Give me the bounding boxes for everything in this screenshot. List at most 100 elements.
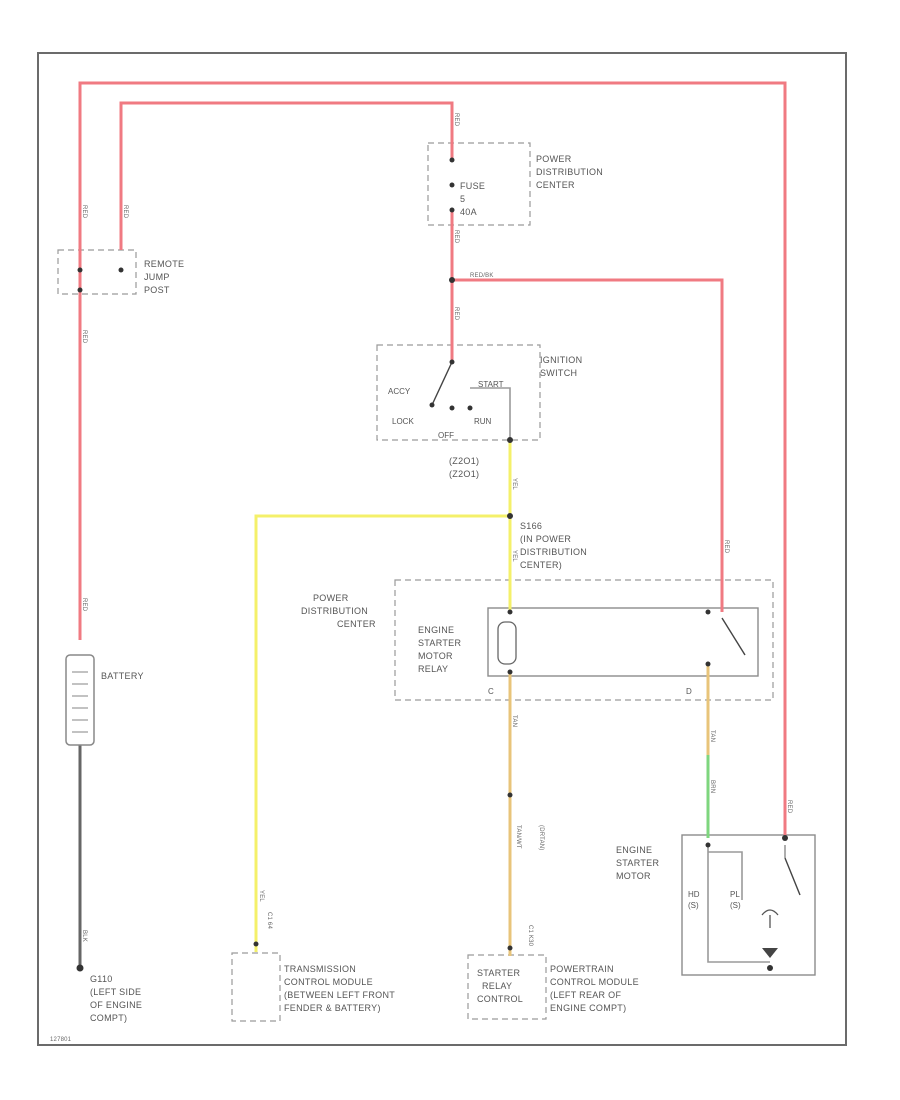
src-label-1: STARTER (477, 968, 520, 978)
transmission-control-module-box (231, 952, 281, 1022)
power-distribution-center-mid (394, 579, 774, 701)
wire-label-red-top: RED (453, 113, 459, 127)
ignition-switch-blade (431, 361, 453, 406)
wire-label-red-mid-b: RED/BK (470, 273, 494, 279)
wire-label-yellow-a: YEL (511, 478, 517, 490)
starter-motor-label-1: ENGINE (616, 845, 652, 855)
engine-starter-motor (681, 834, 816, 976)
wire-red-main (78, 81, 787, 835)
relay-label-2: STARTER (418, 638, 461, 648)
ignition-switch (376, 344, 541, 441)
tcm-label-2: CONTROL MODULE (284, 977, 373, 987)
relay-pin-d: D (686, 687, 692, 696)
starter-contact (784, 857, 801, 896)
remote-jump-label-1: REMOTE (144, 259, 184, 269)
wire-red-to-fuse (119, 101, 454, 250)
ground-label-2: (LEFT SIDE (90, 987, 141, 997)
s166-label-4: CENTER) (520, 560, 562, 570)
relay-label-4: RELAY (418, 664, 448, 674)
wire-label-green-a: BRN (709, 780, 715, 793)
wire-label-red-left-d: RED (81, 598, 87, 612)
s166-label-1: S166 (520, 521, 542, 531)
wire-label-red-left-a: RED (81, 205, 87, 219)
wire-red-to-relay (452, 278, 724, 612)
power-distribution-center-top (427, 142, 531, 226)
wire-label-red-right-b: RED (786, 800, 792, 814)
ignition-off: OFF (438, 431, 454, 440)
footer-id: 127801 (50, 1037, 72, 1043)
powertrain-control-module-box (467, 954, 547, 1020)
pdc-mid-label-3: CENTER (337, 619, 376, 629)
ground-symbol-starter (762, 948, 778, 971)
engine-starter-motor-relay (487, 607, 759, 677)
ignition-label-2: SWITCH (540, 368, 577, 378)
starter-hd-label: HD (688, 890, 700, 899)
pdc-top-label-2: DISTRIBUTION (536, 167, 603, 177)
splice-label-2: (Z2O1) (449, 469, 479, 479)
ground-label-3: OF ENGINE (90, 1000, 142, 1010)
tcm-wire-label: YEL (258, 890, 264, 902)
junction-dots (77, 157, 788, 951)
ignition-start-contact (470, 387, 511, 440)
wire-yellow-to-tcm (254, 514, 510, 952)
pdc-mid-label-2: DISTRIBUTION (301, 606, 368, 616)
wire-label-black-a: BLK (81, 930, 87, 942)
tcm-pin-label: C1 64 (266, 912, 272, 929)
relay-label-3: MOTOR (418, 651, 453, 661)
starter-internal-wire-a (707, 845, 770, 963)
battery-label: BATTERY (101, 671, 144, 681)
ground-symbol-battery (76, 964, 84, 972)
remote-jump-label-2: JUMP (144, 272, 170, 282)
ground-label-1: G110 (90, 974, 113, 984)
wire-label-red-left-b: RED (122, 205, 128, 219)
remote-jump-post (57, 249, 137, 295)
ignition-run: RUN (474, 417, 492, 426)
starter-winding-icon (761, 909, 779, 916)
s166-label-3: DISTRIBUTION (520, 547, 587, 557)
wire-label-yellow-b: YEL (511, 550, 517, 562)
wire-label-red-mid-c: RED (453, 307, 459, 321)
pcm-label-4: ENGINE COMPT) (550, 1003, 626, 1013)
s166-label-2: (IN POWER (520, 534, 571, 544)
diagram-frame (37, 52, 847, 1046)
src-label-3: CONTROL (477, 994, 523, 1004)
starter-motor-label-2: STARTER (616, 858, 659, 868)
wire-label-red-right-a: RED (723, 540, 729, 554)
pcm-label-1: POWERTRAIN (550, 964, 614, 974)
pdc-top-label-1: POWER (536, 154, 572, 164)
wire-label-tan-b: TAN (709, 730, 715, 742)
ignition-label-1: IGNITION (540, 355, 582, 365)
ground-label-4: COMPT) (90, 1013, 127, 1023)
starter-pl-label-2: (S) (730, 901, 741, 910)
battery-symbol (65, 654, 95, 746)
tcm-label-3: (BETWEEN LEFT FRONT (284, 990, 395, 1000)
pdc-top-label-3: CENTER (536, 180, 575, 190)
starter-motor-label-3: MOTOR (616, 871, 651, 881)
pcm-pin-label: C1 K30 (527, 925, 533, 947)
wire-label-red-left-c: RED (81, 330, 87, 344)
tcm-label-1: TRANSMISSION (284, 964, 356, 974)
fuse-label-2: 5 (460, 194, 465, 204)
fuse-label-1: FUSE (460, 181, 485, 191)
wire-label-tan-a: TAN (511, 715, 517, 727)
fuse-label-3: 40A (460, 207, 477, 217)
starter-hd-label-2: (S) (688, 901, 699, 910)
starter-internal-wire-b (708, 851, 743, 900)
relay-label-1: ENGINE (418, 625, 454, 635)
pdc-mid-label-1: POWER (313, 593, 349, 603)
relay-contact (721, 617, 746, 656)
splice-label-1: (Z2O1) (449, 456, 479, 466)
src-label-2: RELAY (482, 981, 512, 991)
ignition-start: START (478, 380, 504, 389)
pcm-wire-label-2: (DRTAN) (538, 825, 544, 851)
ignition-lock: LOCK (392, 417, 414, 426)
tcm-label-4: FENDER & BATTERY) (284, 1003, 381, 1013)
relay-pin-c: C (488, 687, 494, 696)
pcm-label-2: CONTROL MODULE (550, 977, 639, 987)
ignition-accy: ACCY (388, 387, 411, 396)
relay-coil (497, 621, 517, 665)
starter-pl-label: PL (730, 890, 740, 899)
pcm-wire-label-1: TAN/WT (515, 825, 521, 849)
remote-jump-label-3: POST (144, 285, 170, 295)
